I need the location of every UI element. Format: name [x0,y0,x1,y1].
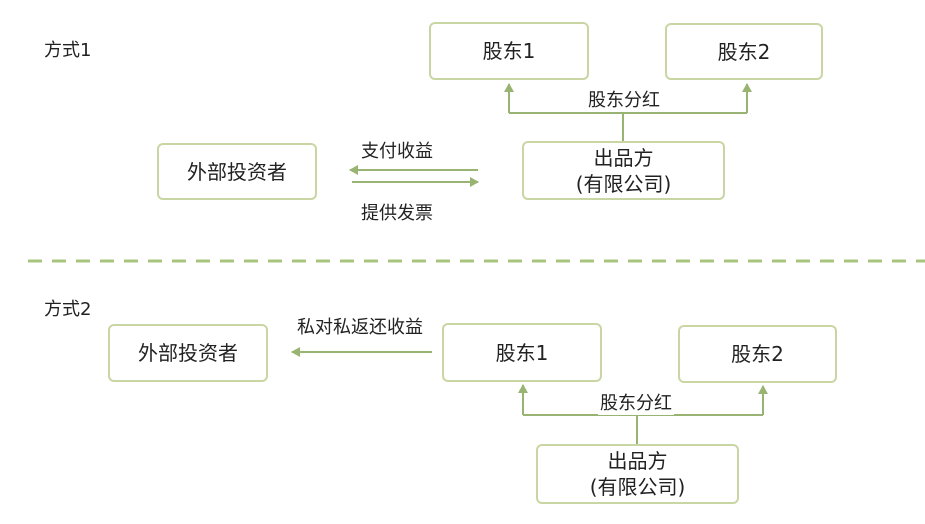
m1-dividend-connector [504,83,752,141]
m1-pay-label: 支付收益 [361,141,433,162]
m1-shareholder1-box: 股东1 [429,22,589,80]
method2-title: 方式2 [44,299,92,320]
m2-publisher-line1: 出品方 [607,449,668,473]
method1-title: 方式1 [44,40,92,61]
m2-private-return-label: 私对私返还收益 [297,317,423,338]
m1-invoice-label: 提供发票 [361,203,433,224]
m2-publisher-line2: (有限公司) [589,475,686,499]
m1-shareholder2-label: 股东2 [717,39,771,64]
m2-dividend-label: 股东分红 [598,389,674,415]
m1-dividend-label: 股东分红 [586,86,662,112]
m2-investor-label: 外部投资者 [138,341,238,365]
m2-shareholder2-label: 股东2 [731,342,784,366]
m1-publisher-line1: 出品方 [593,145,654,170]
m2-shareholder1-label: 股东1 [495,340,549,365]
m2-shareholder1-box: 股东1 [442,323,602,382]
m2-dividend-connector [518,384,768,444]
m2-publisher-box: 出品方 (有限公司) [536,444,739,504]
m1-investor-label: 外部投资者 [187,159,287,184]
m1-publisher-line2: (有限公司) [575,171,672,196]
m1-investor-box: 外部投资者 [157,143,317,200]
m1-publisher-box: 出品方 (有限公司) [522,141,725,200]
m1-shareholder1-label: 股东1 [482,39,536,63]
m2-investor-box: 外部投资者 [108,324,268,382]
m1-shareholder2-box: 股东2 [665,23,823,80]
m2-shareholder2-box: 股东2 [678,325,837,383]
